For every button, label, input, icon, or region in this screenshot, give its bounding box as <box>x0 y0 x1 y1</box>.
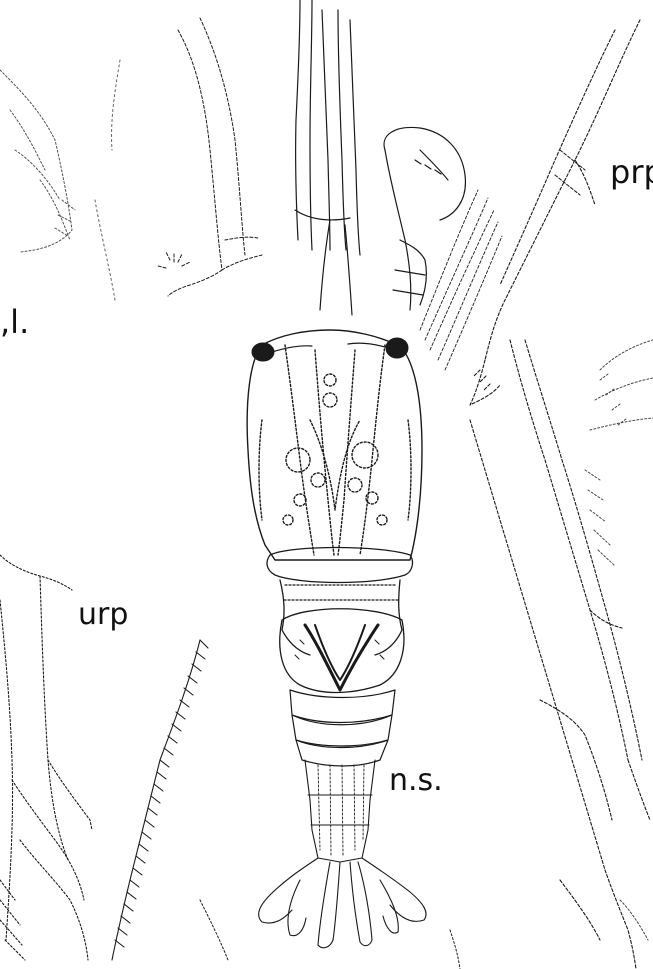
label-ns: n.s. <box>389 766 443 796</box>
right-faint-structures <box>585 340 653 940</box>
left-long-appendage <box>158 18 262 296</box>
label-cl: ,l. <box>0 306 29 338</box>
antennal-scale <box>384 127 465 310</box>
label-prp: prp <box>610 156 653 188</box>
left-top-appendage <box>0 70 75 252</box>
abdomen-segments <box>290 690 395 862</box>
bottom-bits <box>200 900 460 969</box>
antennae <box>295 0 360 315</box>
tail-fan <box>259 858 426 948</box>
left-mid-lines <box>95 60 120 300</box>
label-urp: urp <box>78 600 128 630</box>
thoracic-segments <box>267 548 412 693</box>
setae-brush <box>112 640 208 960</box>
carapace <box>247 330 422 560</box>
